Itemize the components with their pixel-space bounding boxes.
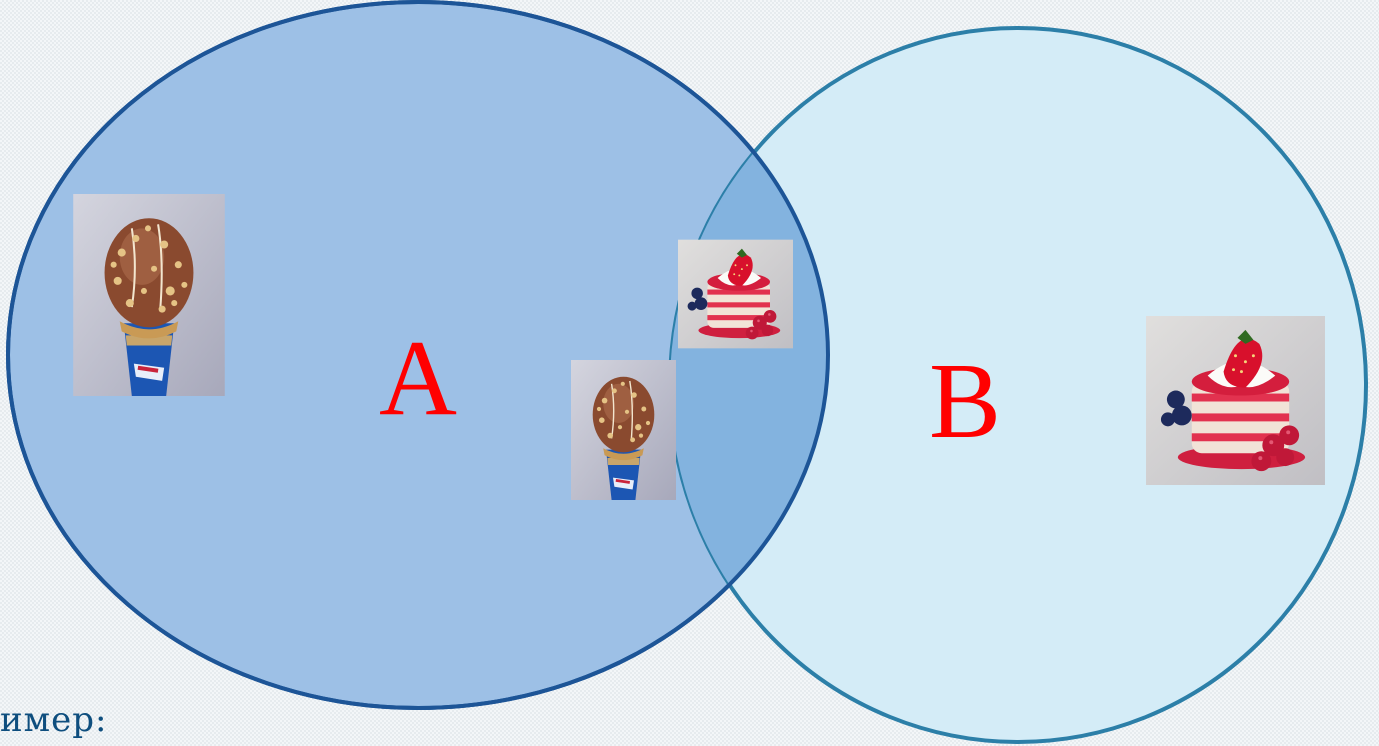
ice-cream-cone-icon [570,360,677,500]
strawberry-cake-icon [678,239,793,349]
set-a-label: A [379,319,457,438]
set-a-boundary [6,0,830,710]
strawberry-cake-icon [1146,316,1325,485]
ice-cream-cone-icon [73,194,225,396]
set-b-label: B [929,342,1001,461]
caption-text: имер: [0,700,108,740]
